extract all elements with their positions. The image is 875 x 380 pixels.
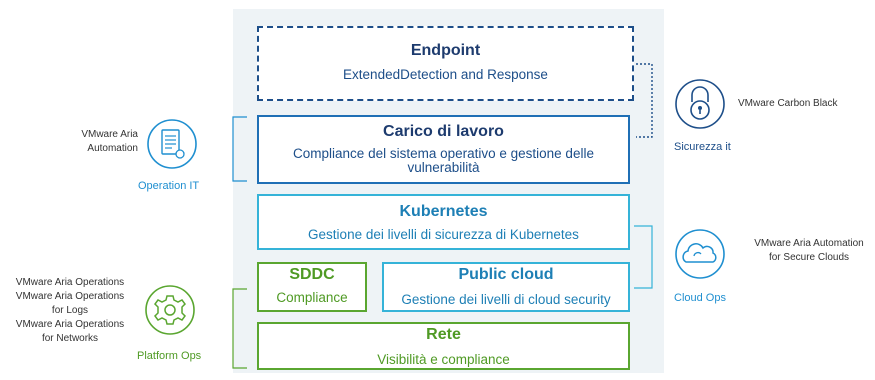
security-it-label: Sicurezza it [674, 141, 731, 153]
platform-ops-product-line: for Networks [41, 333, 99, 344]
operation-it-product-line: VMware Aria [81, 129, 138, 140]
platform-ops-products: VMware Aria Operations VMware Aria Opera… [4, 276, 136, 346]
operation-it-products: VMware Aria Automation [58, 128, 138, 156]
workload-layer: Carico di lavoro Compliance del sistema … [257, 115, 630, 184]
platform-ops-product-line: VMware Aria Operations [15, 319, 125, 330]
endpoint-title: Endpoint [410, 42, 481, 59]
operation-it-label: Operation IT [138, 180, 200, 192]
platform-ops-product-line: VMware Aria Operations [15, 291, 125, 302]
sddc-title: SDDC [289, 266, 335, 283]
public-cloud-subtitle: Gestione dei livelli di cloud security [401, 292, 611, 307]
workload-title: Carico di lavoro [383, 123, 504, 140]
platform-ops-product-line: VMware Aria Operations [15, 277, 125, 288]
platform-ops-product-line: for Logs [51, 305, 89, 316]
network-title: Rete [426, 326, 461, 343]
public-cloud-layer: Public cloud Gestione dei livelli di clo… [382, 262, 630, 312]
platform-ops-label: Platform Ops [137, 350, 202, 362]
endpoint-subtitle: ExtendedDetection and Response [343, 67, 548, 82]
cloud-ops-product-line: VMware Aria Automation [754, 238, 864, 249]
endpoint-layer: Endpoint ExtendedDetection and Response [257, 26, 634, 101]
kubernetes-subtitle: Gestione dei livelli di sicurezza di Kub… [308, 227, 579, 242]
security-product: VMware Carbon Black [738, 98, 838, 109]
network-layer: Rete Visibilità e compliance [257, 322, 630, 370]
cloud-ops-products: VMware Aria Automation for Secure Clouds [744, 237, 874, 265]
kubernetes-layer: Kubernetes Gestione dei livelli di sicur… [257, 194, 630, 250]
workload-subtitle: Compliance del sistema operativo e gesti… [293, 146, 594, 175]
sddc-layer: SDDC Compliance [257, 262, 367, 312]
network-subtitle: Visibilità e compliance [377, 352, 510, 367]
operation-it-product-line: Automation [87, 143, 138, 154]
kubernetes-title: Kubernetes [399, 203, 488, 220]
cloud-ops-product-line: for Secure Clouds [768, 252, 850, 263]
cloud-ops-label: Cloud Ops [674, 292, 726, 304]
sddc-subtitle: Compliance [276, 290, 348, 305]
public-cloud-title: Public cloud [458, 266, 554, 283]
